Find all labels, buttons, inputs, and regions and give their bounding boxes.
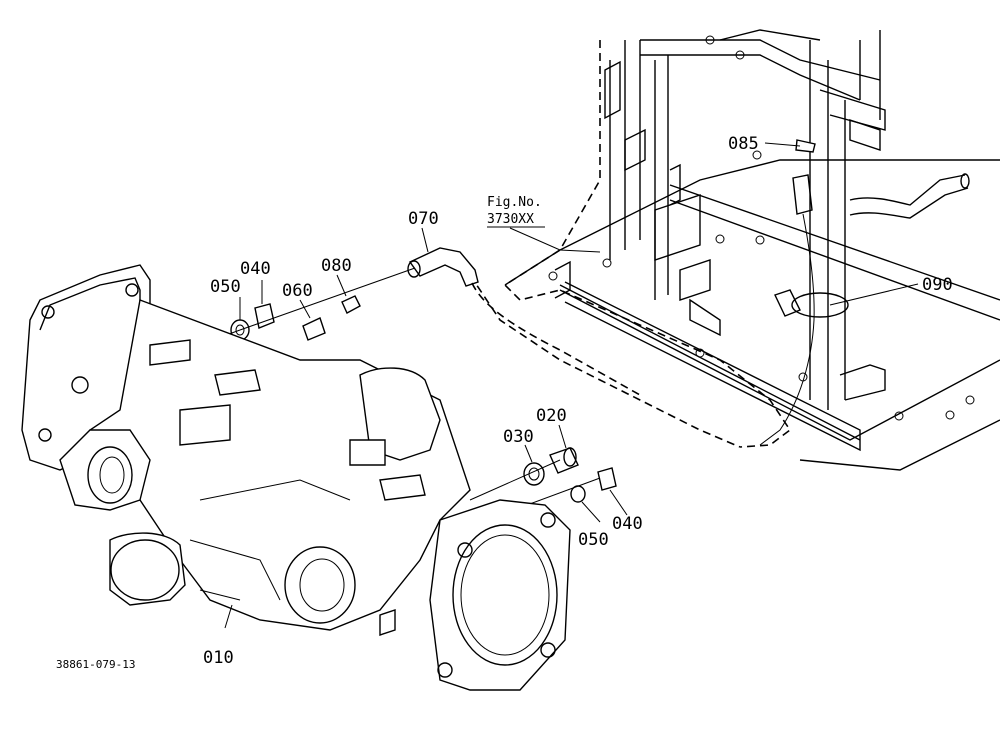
callout-leaders — [224, 142, 919, 629]
hose-part-085 — [792, 174, 813, 215]
callout-030: 030 — [503, 427, 534, 447]
callout-010: 010 — [203, 648, 234, 668]
clamp-080 — [341, 295, 361, 314]
right-hose-group — [759, 139, 849, 446]
figure-reference: Fig.No. 3730XX — [487, 195, 545, 228]
document-id: 38861-079-13 — [56, 658, 135, 671]
plug-040-upper — [254, 303, 275, 329]
fitting-060 — [302, 317, 326, 341]
callout-050-lower: 050 — [578, 530, 609, 550]
callout-070: 070 — [408, 209, 439, 229]
callout-080: 080 — [321, 256, 352, 276]
fig-ref-label: Fig.No. — [487, 195, 542, 210]
callout-050-upper: 050 — [210, 277, 241, 297]
hose-070 — [407, 247, 641, 396]
callout-085: 085 — [728, 134, 759, 154]
callout-040-lower: 040 — [612, 514, 643, 534]
callout-040-upper: 040 — [240, 259, 271, 279]
callout-labels: 085 090 070 080 040 060 050 020 030 040 … — [203, 134, 953, 668]
plug-040-lower — [597, 467, 617, 491]
hose-clamp-085 — [795, 139, 816, 153]
callout-020: 020 — [536, 406, 567, 426]
fig-ref-number: 3730XX — [487, 212, 534, 227]
callout-060: 060 — [282, 281, 313, 301]
callout-090: 090 — [922, 275, 953, 295]
frame-assembly — [469, 29, 1000, 471]
washer-030 — [523, 462, 545, 486]
housing-010 — [21, 264, 571, 691]
